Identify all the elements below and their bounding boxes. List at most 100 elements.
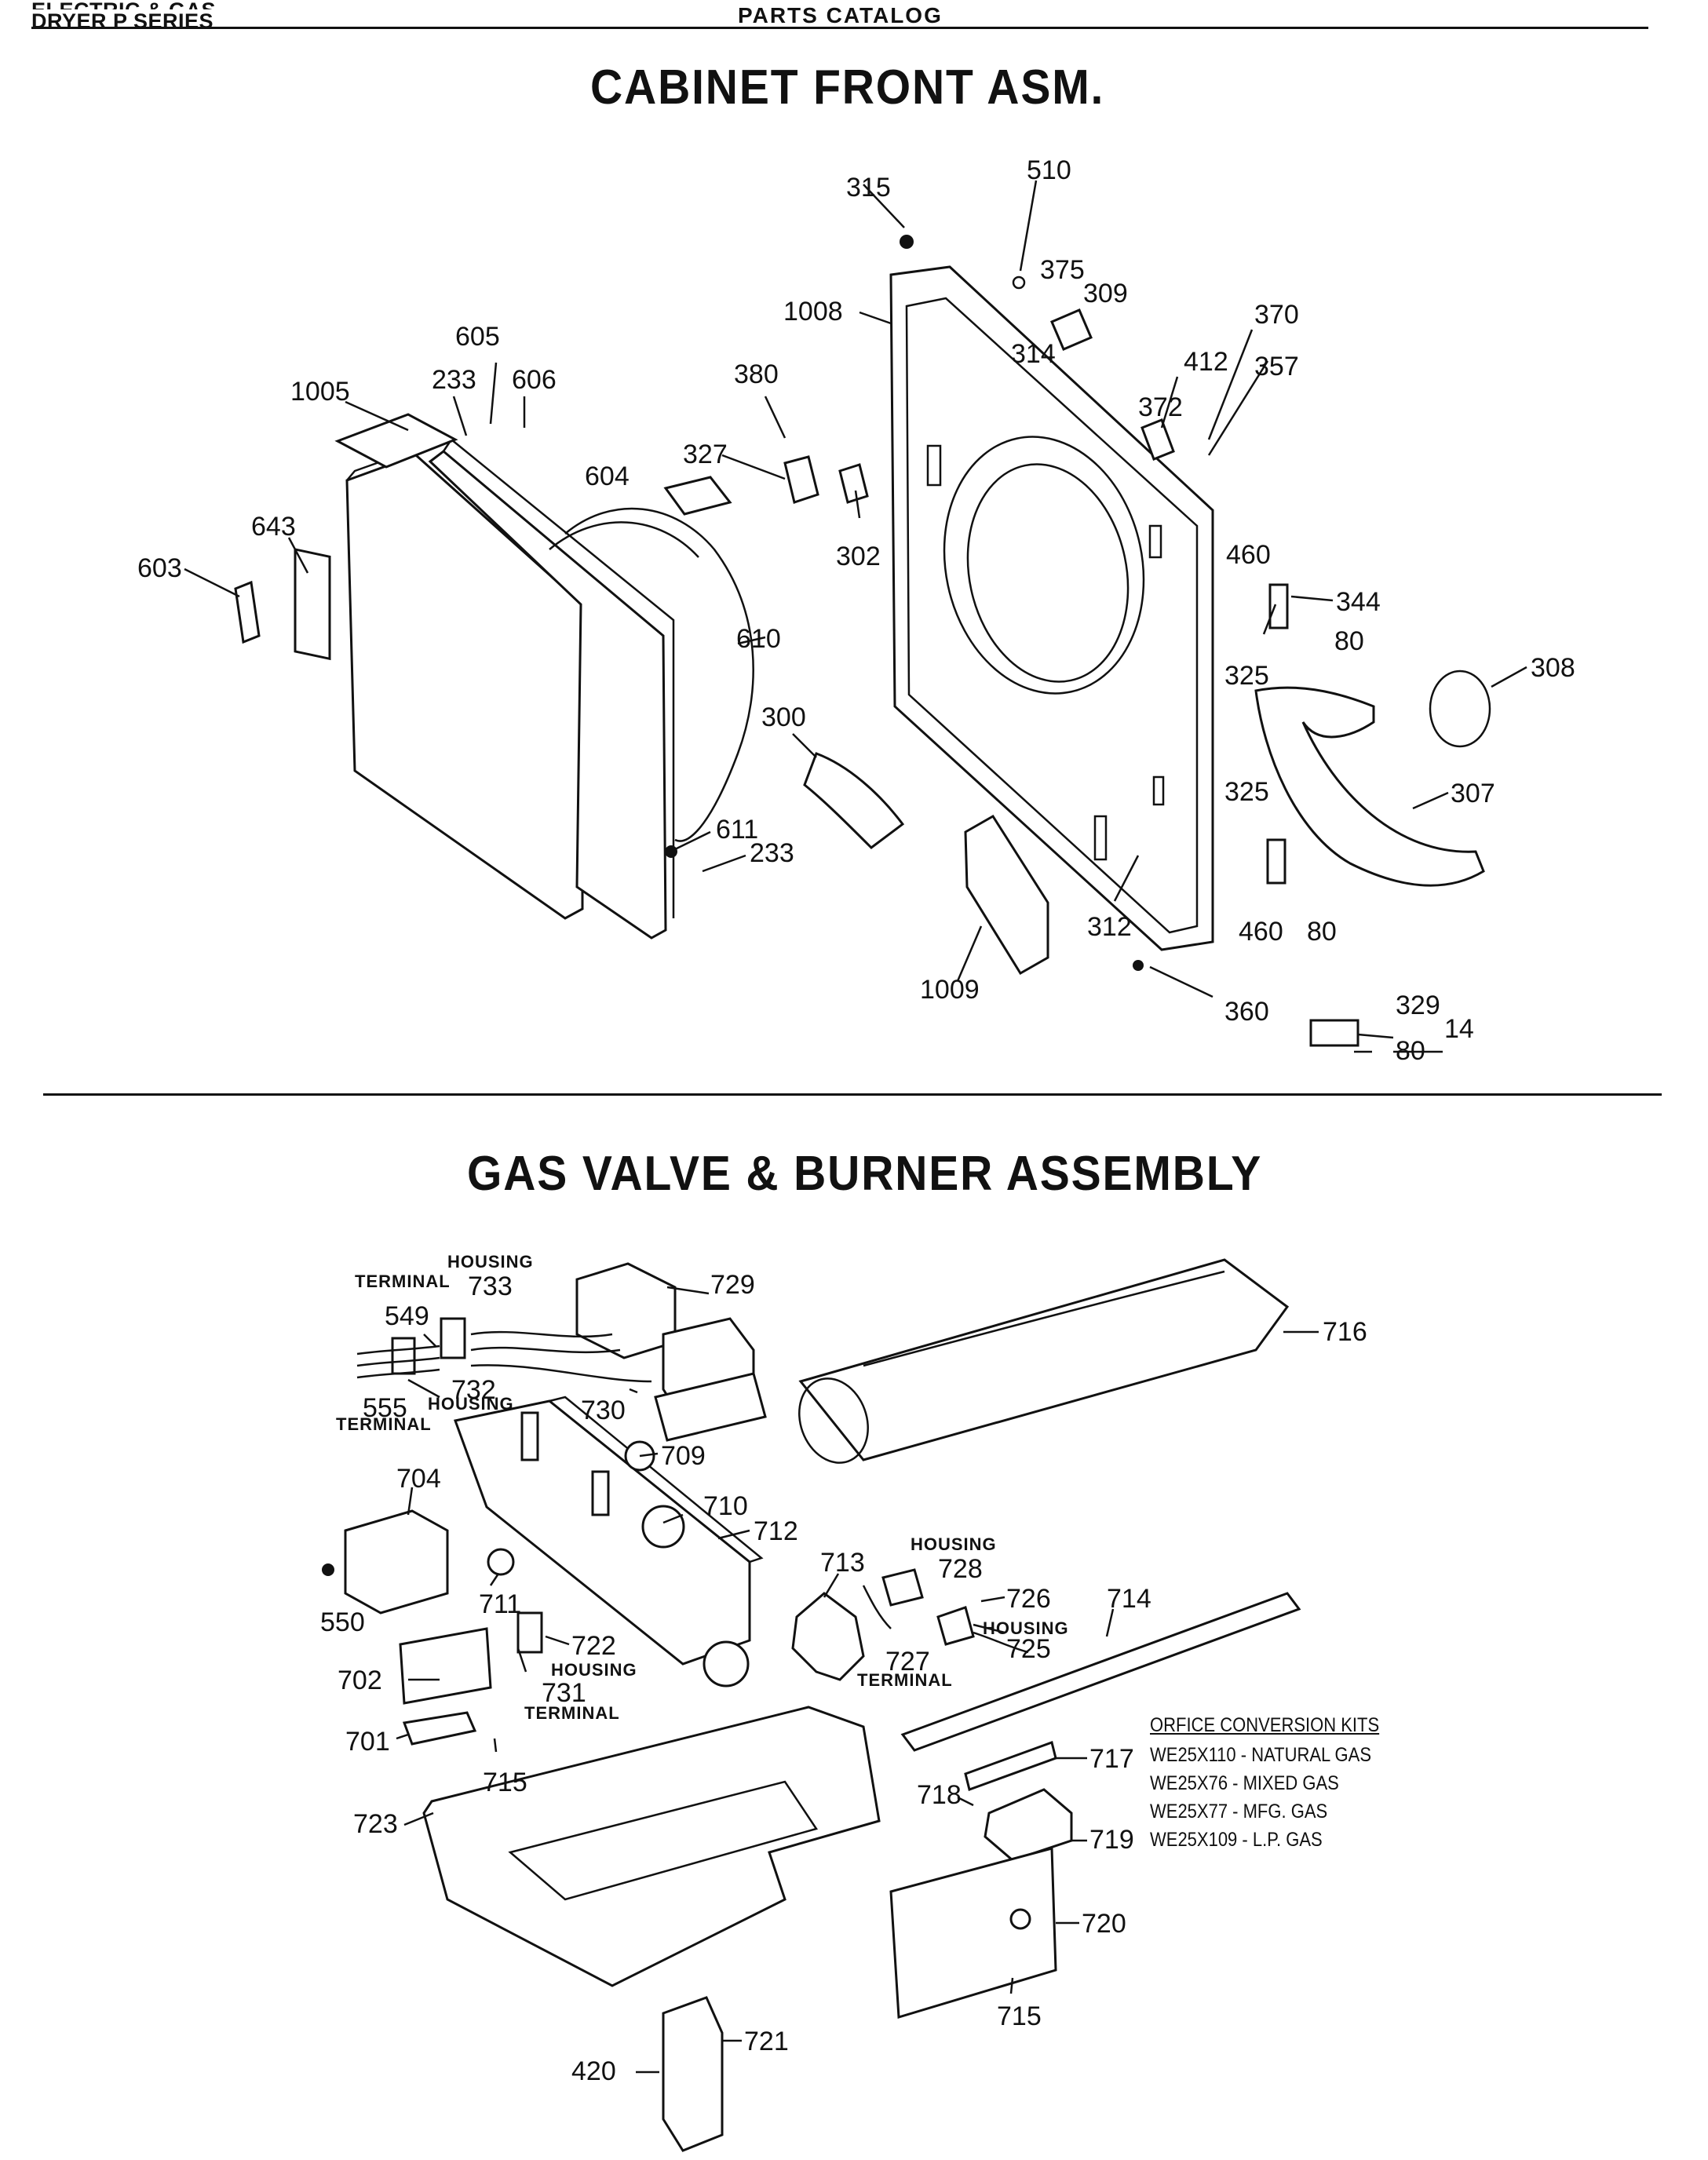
callout-460-top: 460 xyxy=(1226,540,1271,570)
terminal-label-555: TERMINAL xyxy=(336,1414,432,1434)
header-line-1: ELECTRIC & GAS xyxy=(31,0,216,9)
callout-710: 710 xyxy=(703,1491,748,1521)
callout-344: 344 xyxy=(1336,587,1381,617)
callout-372: 372 xyxy=(1138,392,1183,422)
callout-718: 718 xyxy=(917,1780,962,1810)
callout-412: 412 xyxy=(1184,347,1228,377)
conversion-kits-title: ORFICE CONVERSION KITS xyxy=(1150,1714,1380,1736)
callout-716: 716 xyxy=(1323,1317,1367,1347)
callout-312: 312 xyxy=(1087,912,1132,942)
kit-mfg-gas: WE25X77 - MFG. GAS xyxy=(1150,1801,1328,1822)
cabinet-drawing xyxy=(234,235,1491,1047)
terminal-label-549: TERMINAL xyxy=(355,1272,451,1291)
callout-606: 606 xyxy=(512,365,557,395)
callout-611: 611 xyxy=(716,815,758,845)
kit-natural-gas: WE25X110 - NATURAL GAS xyxy=(1150,1744,1372,1766)
cabinet-section-title: CABINET FRONT ASM. xyxy=(590,60,1105,115)
callout-712: 712 xyxy=(754,1516,798,1546)
callout-307: 307 xyxy=(1451,779,1495,808)
callout-730: 730 xyxy=(581,1396,626,1425)
callout-300: 300 xyxy=(761,702,806,732)
terminal-label-727: TERMINAL xyxy=(857,1670,953,1690)
callout-329: 329 xyxy=(1396,991,1440,1020)
cabinet-callout-labels: 315 510 375 309 1008 314 370 412 357 372… xyxy=(137,155,1575,1066)
callout-728: 728 xyxy=(938,1554,983,1584)
orifice-conversion-kits: ORFICE CONVERSION KITS WE25X110 - NATURA… xyxy=(1150,1711,1379,1854)
section-divider xyxy=(43,1093,1662,1096)
terminal-label-731: TERMINAL xyxy=(524,1703,620,1723)
callout-315: 315 xyxy=(846,173,891,202)
housing-label-732: HOUSING xyxy=(428,1394,514,1414)
callout-370: 370 xyxy=(1254,300,1299,330)
housing-label-728: HOUSING xyxy=(911,1534,997,1554)
callout-375: 375 xyxy=(1040,255,1085,285)
callout-731: 731 xyxy=(542,1678,586,1708)
callout-460-bottom: 460 xyxy=(1239,917,1283,947)
callout-325-top: 325 xyxy=(1224,661,1269,691)
callout-715-bottom: 715 xyxy=(997,2001,1042,2031)
callout-80-a: 80 xyxy=(1334,626,1364,656)
callout-729: 729 xyxy=(710,1270,755,1300)
callout-360: 360 xyxy=(1224,997,1269,1027)
cabinet-leaders xyxy=(184,180,1527,1053)
gas-section-title: GAS VALVE & BURNER ASSEMBLY xyxy=(467,1147,1263,1201)
callout-732: 732 xyxy=(451,1375,496,1405)
housing-label-733: HOUSING xyxy=(447,1252,534,1272)
callout-549: 549 xyxy=(385,1301,429,1331)
callout-713: 713 xyxy=(820,1548,865,1578)
gas-text-labels: HOUSING TERMINAL HOUSING TERMINAL HOUSIN… xyxy=(336,1252,1069,1723)
callout-721: 721 xyxy=(744,2027,789,2056)
callout-723: 723 xyxy=(353,1809,398,1839)
callout-420: 420 xyxy=(571,2056,616,2086)
callout-302: 302 xyxy=(836,542,881,571)
callout-605: 605 xyxy=(455,322,500,352)
callout-715-top: 715 xyxy=(483,1768,527,1797)
callout-701: 701 xyxy=(345,1727,390,1757)
catalog-title: PARTS CATALOG xyxy=(738,3,943,27)
header-rule xyxy=(31,27,1648,29)
callout-233-top: 233 xyxy=(432,365,476,395)
callout-727: 727 xyxy=(885,1647,930,1677)
callout-1009: 1009 xyxy=(920,975,980,1005)
callout-510: 510 xyxy=(1027,155,1071,185)
callout-380: 380 xyxy=(734,359,779,389)
callout-327: 327 xyxy=(683,440,728,469)
callout-722: 722 xyxy=(571,1631,616,1661)
kit-lp-gas: WE25X109 - L.P. GAS xyxy=(1150,1829,1323,1851)
housing-label-725: HOUSING xyxy=(983,1618,1069,1638)
gas-callout-labels: 729 716 733 549 730 709 555 732 704 710 … xyxy=(320,1270,1367,2086)
callout-233-bottom: 233 xyxy=(750,838,794,868)
callout-309: 309 xyxy=(1083,279,1128,308)
callout-1008: 1008 xyxy=(783,297,843,327)
callout-711: 711 xyxy=(479,1589,521,1619)
callout-709: 709 xyxy=(661,1441,706,1471)
callout-555: 555 xyxy=(363,1393,407,1423)
callout-610: 610 xyxy=(736,624,781,654)
callout-308: 308 xyxy=(1531,653,1575,683)
callout-603: 603 xyxy=(137,553,182,583)
callout-643: 643 xyxy=(251,512,296,542)
callout-702: 702 xyxy=(338,1666,382,1695)
gas-drawing xyxy=(322,1258,1301,2152)
callout-314: 314 xyxy=(1011,339,1056,369)
housing-label-722: HOUSING xyxy=(551,1660,637,1680)
callout-604: 604 xyxy=(585,462,630,491)
callout-719: 719 xyxy=(1089,1825,1134,1855)
gas-leaders xyxy=(396,1286,1319,2074)
callout-725: 725 xyxy=(1006,1634,1051,1664)
callout-714: 714 xyxy=(1107,1584,1151,1614)
callout-80-b: 80 xyxy=(1307,917,1337,947)
callout-325-bottom: 325 xyxy=(1224,777,1269,807)
callout-14: 14 xyxy=(1444,1014,1474,1044)
callout-357: 357 xyxy=(1254,352,1299,381)
callout-717: 717 xyxy=(1089,1744,1134,1774)
kit-mixed-gas: WE25X76 - MIXED GAS xyxy=(1150,1772,1339,1794)
callout-550: 550 xyxy=(320,1607,365,1637)
callout-1005: 1005 xyxy=(290,377,350,407)
callout-720: 720 xyxy=(1082,1909,1126,1939)
callout-704: 704 xyxy=(396,1464,441,1494)
callout-726: 726 xyxy=(1006,1584,1051,1614)
callout-80-c: 80 xyxy=(1396,1036,1425,1066)
